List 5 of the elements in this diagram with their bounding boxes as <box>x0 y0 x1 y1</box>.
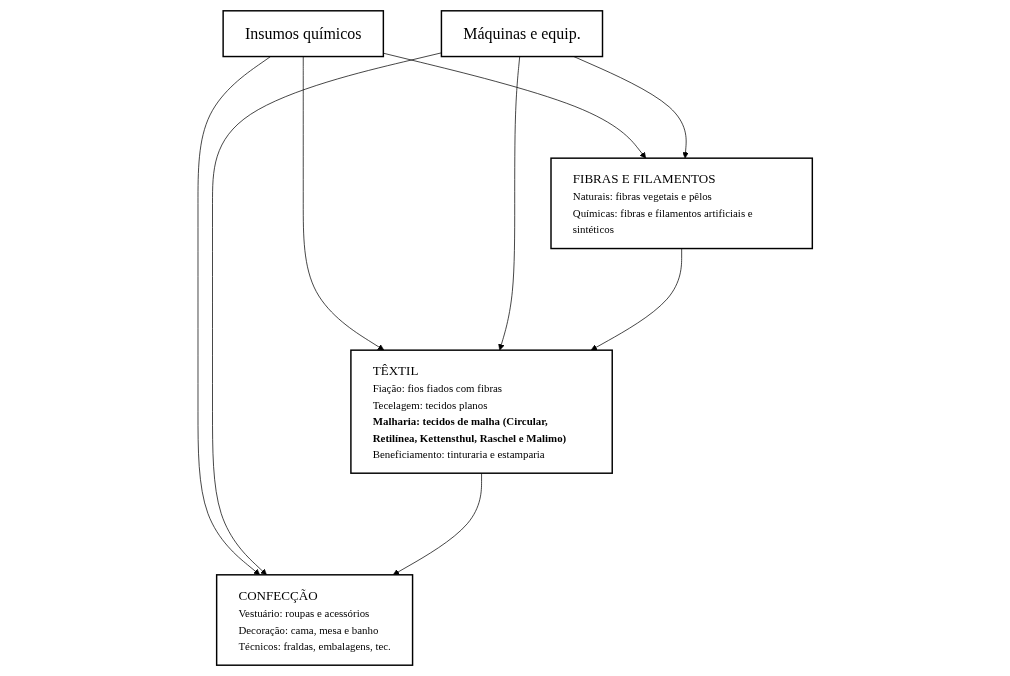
node-box: Insumos químicos <box>222 10 384 58</box>
node-box: FIBRAS E FILAMENTOS Naturais: fibras vegetais e pêlos Químicas: fibras e filamentos artificiais e sintéticos <box>550 157 813 250</box>
node-box: TÊXTIL Fiação: fios fiados com fibras Tecelagem: tecidos planos Malharia: tecidos de malha (Circular, Retilínea, Kettensthul, Raschel e Malimo) Beneficiamento: tinturaria e estamparia <box>350 349 613 474</box>
node-box: Máquinas e equip. <box>440 10 604 58</box>
node-box: CONFECÇÃO Vestuário: roupas e acessórios Decoração: cama, mesa e banho Técnicos: fraldas, embalagens, tec. <box>215 574 414 666</box>
